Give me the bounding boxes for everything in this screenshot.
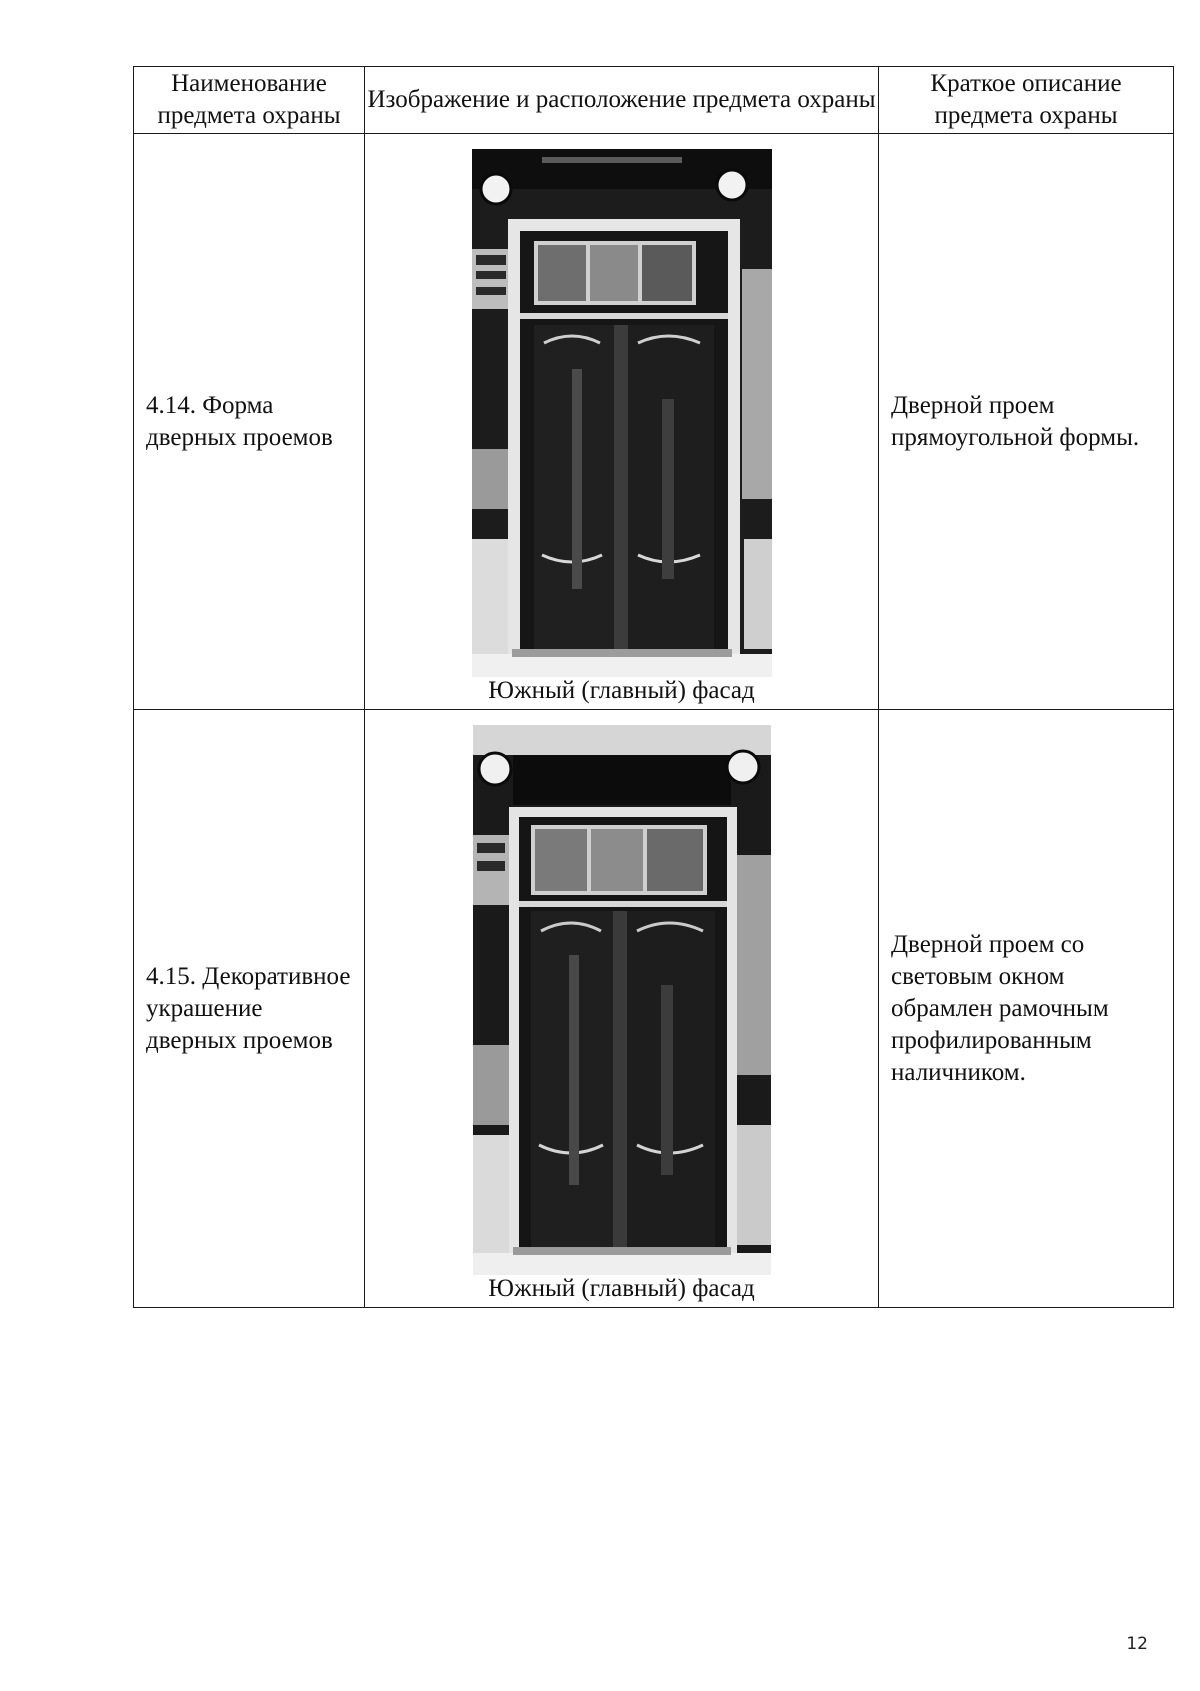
image-caption: Южный (главный) фасад (488, 676, 755, 704)
header-description: Краткое описание предмета охраны (878, 66, 1174, 134)
door-photo-icon (471, 148, 772, 677)
item-description: Дверной проем со световым окном обрамлен… (878, 709, 1174, 1308)
item-name: 4.14. Форма дверных проемов (133, 133, 365, 710)
table-row: 4.15. Декоративное украшение дверных про… (133, 709, 1174, 1308)
table-header-row: Наименование предмета охраны Изображение… (133, 66, 1174, 134)
header-name: Наименование предмета охраны (133, 66, 365, 134)
item-name: 4.15. Декоративное украшение дверных про… (133, 709, 365, 1308)
image-caption: Южный (главный) фасад (488, 1274, 755, 1302)
protection-table: Наименование предмета охраны Изображение… (133, 66, 1174, 1308)
header-image: Изображение и расположение предмета охра… (364, 66, 879, 134)
door-photo-icon (472, 724, 771, 1275)
item-image-cell: Южный (главный) фасад (364, 709, 879, 1308)
item-image-cell: Южный (главный) фасад (364, 133, 879, 710)
page-number: 12 (1126, 1634, 1148, 1654)
table-row: 4.14. Форма дверных проемов (133, 133, 1174, 710)
item-description: Дверной проем прямоугольной формы. (878, 133, 1174, 710)
